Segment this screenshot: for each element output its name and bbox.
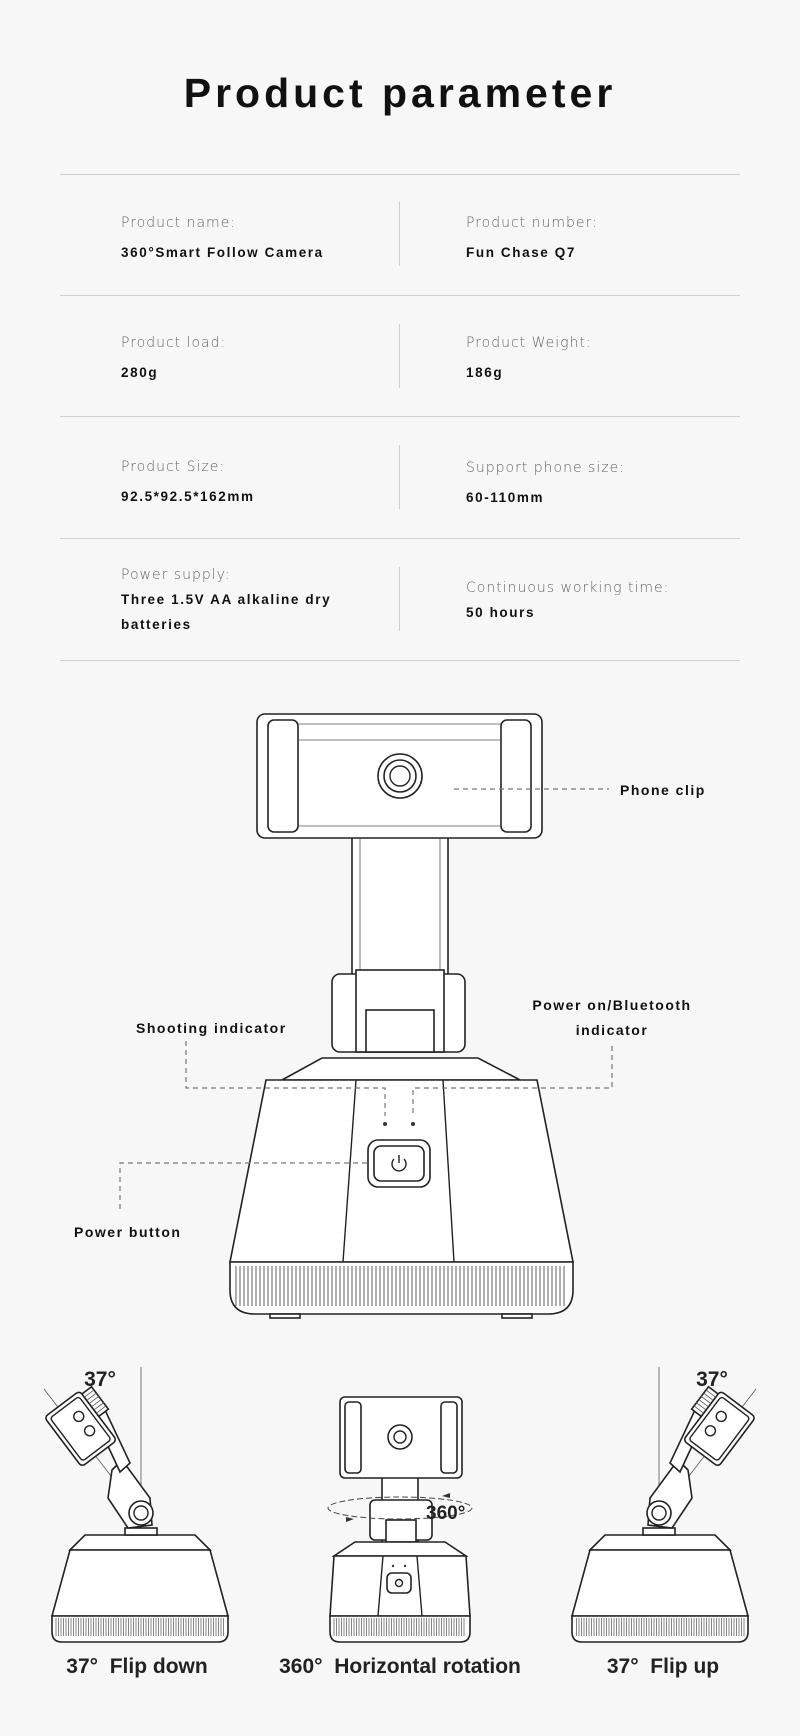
spec-product-size: Product Size: 92.5*92.5*162mm — [121, 459, 255, 509]
flip-up-angle: 37° — [696, 1368, 728, 1391]
spec-value: 360°Smart Follow Camera — [121, 245, 324, 260]
spec-label: Support phone size: — [466, 460, 625, 476]
page-title: Product parameter — [183, 70, 617, 116]
divider — [60, 660, 740, 661]
divider — [60, 538, 740, 539]
rotation-caption: 360° Horizontal rotation — [279, 1655, 521, 1678]
column-divider — [399, 567, 400, 631]
spec-working-time: Continuous working time: 50 hours — [466, 580, 669, 625]
flip-up-caption: 37° Flip up — [607, 1655, 719, 1678]
spec-label: Product Weight: — [466, 335, 592, 351]
divider — [60, 295, 740, 296]
spec-label: Continuous working time: — [466, 580, 670, 596]
spec-label: Product number: — [466, 215, 598, 231]
rotation-illustration — [327, 1396, 473, 1643]
shooting-indicator-led — [383, 1122, 387, 1126]
bluetooth-indicator-led — [411, 1122, 415, 1126]
phone-clip — [256, 713, 543, 839]
spec-label: Product name: — [121, 215, 237, 231]
spec-value: Fun Chase Q7 — [466, 245, 576, 260]
spec-product-name: Product name: 360°Smart Follow Camera — [121, 215, 324, 265]
spec-value: Three 1.5V AA alkaline dry batteries — [121, 592, 332, 632]
spec-label: Product load: — [121, 335, 227, 351]
spec-product-load: Product load: 280g — [121, 335, 226, 385]
spec-value: 280g — [121, 365, 159, 380]
spec-label: Product Size: — [121, 459, 226, 475]
phone-clip-label: Phone clip — [620, 782, 706, 798]
spec-product-number: Product number: Fun Chase Q7 — [466, 215, 598, 265]
flip-down-caption: 37° Flip down — [66, 1655, 207, 1678]
column-divider — [399, 324, 400, 388]
rotation-angle: 360° — [426, 1503, 465, 1524]
shooting-indicator-label: Shooting indicator — [136, 1020, 287, 1036]
flip-down-illustration — [43, 1367, 230, 1643]
bluetooth-indicator-label-2: indicator — [576, 1022, 649, 1038]
main-device-illustration — [229, 713, 574, 1319]
power-button-label: Power button — [74, 1224, 181, 1240]
power-icon — [391, 1158, 407, 1172]
spec-power-supply: Power supply: Three 1.5V AA alkaline dry… — [121, 567, 351, 637]
spec-phone-size: Support phone size: 60-110mm — [466, 460, 625, 510]
power-button-illustration — [367, 1139, 431, 1188]
column-divider — [399, 202, 400, 266]
divider — [60, 416, 740, 417]
spec-value: 50 hours — [466, 605, 536, 620]
spec-value: 186g — [466, 365, 504, 380]
rotation-arrow-icon — [327, 1496, 473, 1520]
divider — [60, 174, 740, 175]
spec-value: 92.5*92.5*162mm — [121, 489, 255, 504]
column-divider — [399, 445, 400, 509]
bluetooth-indicator-label: Power on/Bluetooth — [532, 997, 691, 1013]
flip-down-angle: 37° — [84, 1368, 116, 1391]
flip-up-illustration — [571, 1366, 757, 1643]
spec-product-weight: Product Weight: 186g — [466, 335, 592, 385]
spec-value: 60-110mm — [466, 490, 545, 505]
spec-label: Power supply: — [121, 567, 231, 583]
